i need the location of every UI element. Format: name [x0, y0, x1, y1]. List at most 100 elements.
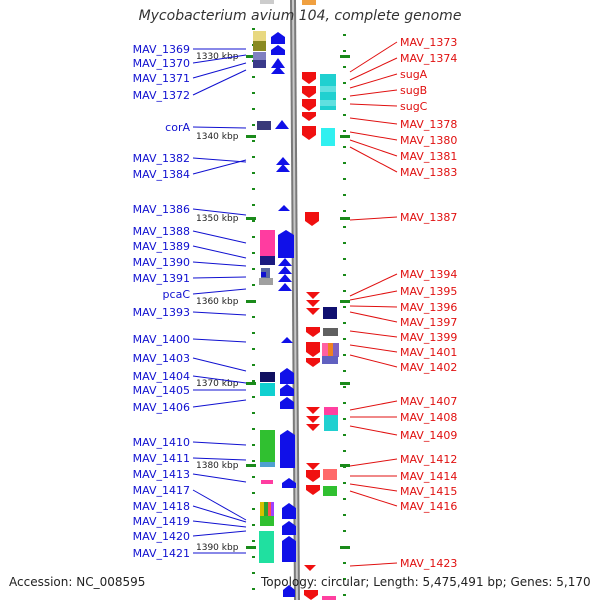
gene-label-right: MAV_1394: [400, 268, 457, 281]
gene-label-right: MAV_1423: [400, 557, 457, 570]
tick-mark-right: [343, 146, 346, 148]
tick-mark-left: [252, 572, 255, 574]
leader-line-left: [192, 489, 247, 521]
tick-mark-right: [343, 194, 346, 196]
leader-line-right: [349, 139, 398, 157]
leader-line-left: [192, 530, 247, 537]
leader-line-right: [349, 490, 398, 507]
tick-mark-left: [252, 76, 255, 78]
tick-mark-left: [252, 380, 255, 382]
gene-label-left: MAV_1382: [133, 152, 190, 165]
gene-arrow-reverse: [302, 126, 316, 140]
annotation-block: [324, 407, 338, 415]
tick-mark-left: [252, 92, 255, 94]
annotation-block: [328, 343, 333, 357]
gene-label-left: pcaC: [163, 288, 191, 301]
leader-line-right: [349, 41, 398, 73]
leader-line-right: [349, 483, 398, 492]
tick-mark-right: [343, 482, 346, 484]
tick-mark-right: [343, 34, 346, 36]
gene-label-right: MAV_1378: [400, 118, 457, 131]
gene-arrow-reverse: [302, 0, 316, 5]
tick-mark-left: [252, 476, 255, 478]
scale-label: 1370 kbp: [196, 379, 239, 389]
leader-line-right: [349, 344, 398, 353]
gene-label-right: MAV_1381: [400, 150, 457, 163]
annotation-block: [260, 516, 274, 526]
annotation-block: [322, 596, 336, 600]
scale-major-tick: [246, 382, 256, 385]
gene-label-left: MAV_1389: [133, 240, 190, 253]
tick-mark-left: [252, 348, 255, 350]
gene-arrow-reverse: [306, 292, 320, 299]
gene-label-left: MAV_1390: [133, 256, 190, 269]
scale-major-tick: [340, 464, 350, 467]
gene-arrow-forward: [278, 205, 290, 211]
gene-label-right: MAV_1396: [400, 301, 457, 314]
annotation-block: [321, 128, 335, 146]
scale-major-tick: [340, 135, 350, 138]
gene-arrow-forward: [278, 283, 292, 291]
gene-arrow-forward: [282, 478, 296, 488]
scale-major-tick: [340, 217, 350, 220]
scale-major-tick: [246, 300, 256, 303]
leader-line-right: [349, 216, 398, 221]
leader-line-right: [349, 305, 398, 308]
gene-arrow-forward: [281, 337, 293, 343]
leader-line-left: [192, 457, 247, 461]
leader-line-left: [192, 69, 247, 96]
chromosome-backbone-highlight: [292, 0, 298, 600]
leader-line-right: [349, 458, 398, 467]
gene-arrow-forward: [280, 397, 294, 409]
annotation-block: [260, 230, 275, 256]
scale-major-tick: [246, 464, 256, 467]
gene-label-left: MAV_1372: [133, 89, 190, 102]
gene-arrow-reverse: [306, 327, 320, 337]
tick-mark-left: [252, 268, 255, 270]
gene-label-left: MAV_1384: [133, 168, 190, 181]
tick-mark-right: [343, 578, 346, 580]
leader-line-right: [349, 562, 398, 567]
tick-mark-left: [252, 108, 255, 110]
gene-arrow-forward: [282, 536, 296, 562]
annotation-block: [259, 278, 273, 285]
tick-mark-left: [252, 172, 255, 174]
tick-mark-right: [343, 82, 346, 84]
gene-arrow-forward: [271, 58, 285, 68]
gene-arrow-reverse: [306, 424, 320, 431]
tick-mark-left: [252, 428, 255, 430]
scale-major-tick: [246, 217, 256, 220]
tick-mark-right: [343, 66, 346, 68]
tick-mark-left: [252, 28, 255, 30]
tick-mark-right: [343, 290, 346, 292]
gene-arrow-reverse: [306, 485, 320, 495]
tick-mark-left: [252, 236, 255, 238]
gene-label-left: MAV_1391: [133, 272, 190, 285]
gene-arrow-forward: [271, 32, 285, 44]
annotation-block: [253, 41, 266, 51]
gene-arrow-reverse: [306, 416, 320, 423]
gene-arrow-forward: [278, 258, 292, 266]
gene-arrow-forward: [280, 384, 294, 396]
accession-label: Accession: NC_008595: [9, 575, 146, 589]
gene-label-left: MAV_1393: [133, 306, 190, 319]
tick-mark-left: [252, 492, 255, 494]
leader-line-left: [192, 208, 247, 216]
leader-line-right: [349, 117, 398, 125]
tick-mark-left: [252, 284, 255, 286]
tick-mark-right: [343, 306, 346, 308]
gene-label-right: MAV_1395: [400, 285, 457, 298]
tick-mark-left: [252, 332, 255, 334]
leader-line-right: [349, 73, 398, 89]
gene-label-right: MAV_1374: [400, 52, 457, 65]
gene-label-right: sugA: [400, 68, 428, 81]
gene-label-left: MAV_1371: [133, 72, 190, 85]
leader-line-left: [192, 311, 247, 316]
gene-arrow-reverse: [302, 86, 316, 98]
tick-mark-right: [343, 162, 346, 164]
leader-line-right: [349, 290, 398, 301]
tick-mark-left: [252, 204, 255, 206]
leader-line-left: [192, 126, 247, 129]
gene-arrow-forward: [275, 120, 289, 129]
tick-mark-left: [252, 252, 255, 254]
